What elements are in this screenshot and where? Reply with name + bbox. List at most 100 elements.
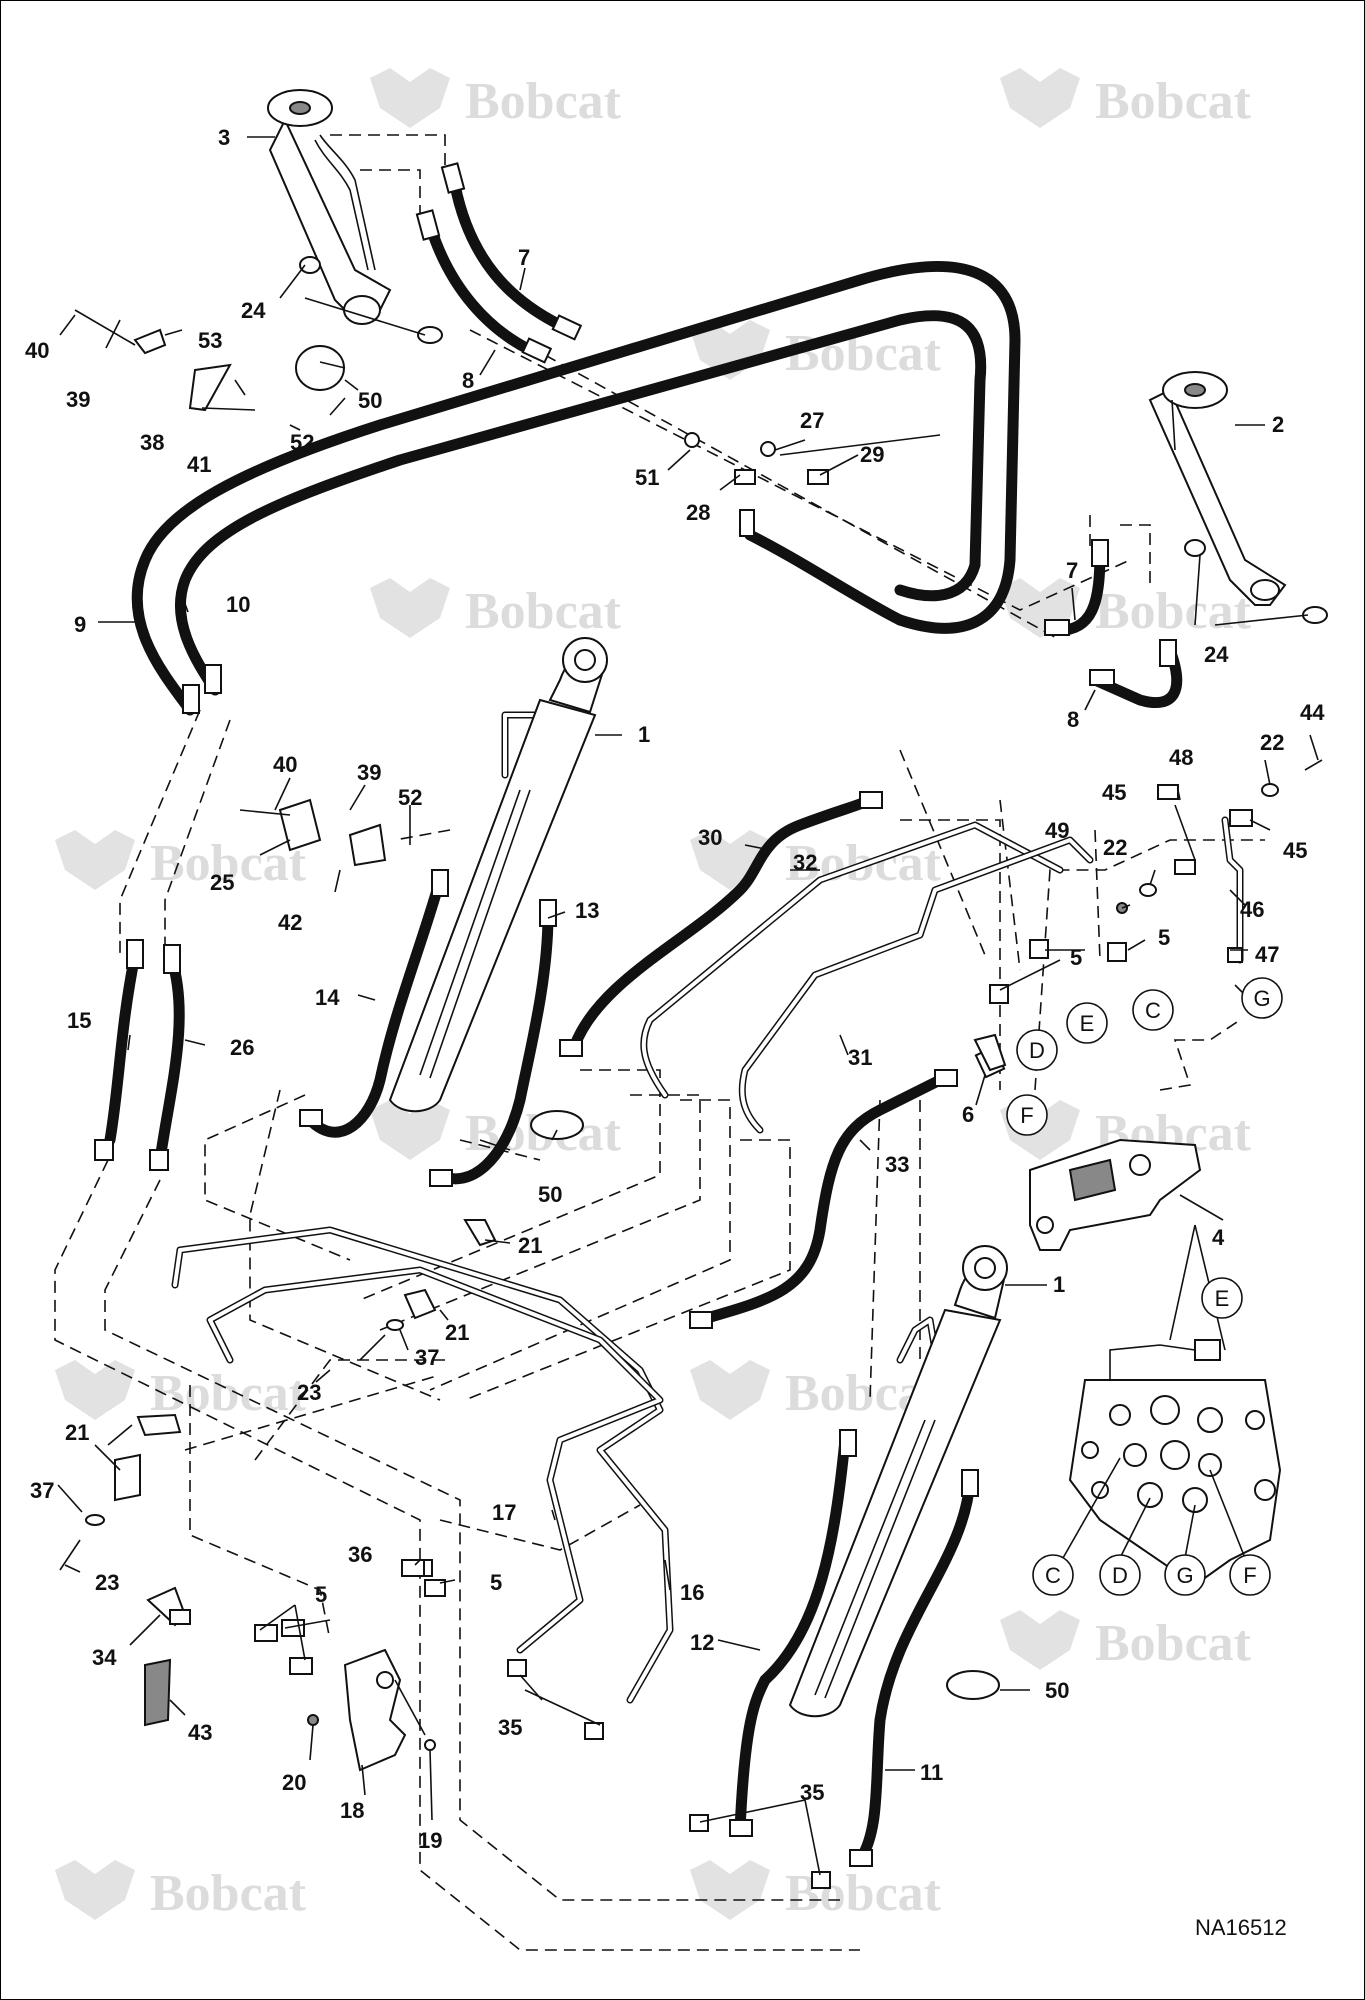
hose-30 [569, 794, 876, 1051]
watermark-5: Bobcat [1000, 578, 1252, 640]
callout-8: 8 [462, 368, 474, 393]
callout-21: 21 [518, 1233, 542, 1258]
callout-35: 35 [498, 1715, 522, 1740]
callout-25: 25 [210, 870, 234, 895]
callout-33: 33 [885, 1152, 909, 1177]
callout-39: 39 [357, 760, 381, 785]
callout-numbers: 1 1 2 3 4 5 5 5 5 6 7 7 8 8 9 10 11 12 1… [25, 125, 1325, 1853]
callout-3: 3 [218, 125, 230, 150]
callout-26: 26 [230, 1035, 254, 1060]
port-reference-circles: C D E F G E C D [1006, 977, 1283, 1596]
watermark-text: Bobcat [1095, 1615, 1252, 1672]
callout-47: 47 [1255, 942, 1279, 967]
svg-text:F: F [1243, 1563, 1256, 1588]
callout-36: 36 [348, 1542, 372, 1567]
watermark-2: Bobcat [1000, 68, 1252, 130]
port-ref-f-1: F [1006, 1094, 1048, 1136]
callout-19: 19 [418, 1828, 442, 1853]
leader-lines [57, 136, 1319, 1876]
callout-20: 20 [282, 1770, 306, 1795]
steel-tubes [171, 711, 1244, 1704]
callout-21: 21 [445, 1320, 469, 1345]
svg-text:D: D [1112, 1563, 1128, 1588]
callout-35: 35 [800, 1780, 824, 1805]
hoses [104, 179, 1183, 1866]
callout-37: 37 [30, 1478, 54, 1503]
callout-29: 29 [860, 442, 884, 467]
hose-7-upper [449, 179, 566, 331]
port-ref-d-1: D [1016, 1029, 1058, 1071]
callout-1: 1 [638, 722, 650, 747]
watermark-14: Bobcat [690, 1860, 942, 1922]
tube-46 [1221, 816, 1244, 964]
callout-40: 40 [273, 752, 297, 777]
svg-text:G: G [1253, 986, 1270, 1011]
callout-18: 18 [340, 1798, 364, 1823]
svg-text:E: E [1080, 1011, 1095, 1036]
callout-49: 49 [1045, 818, 1069, 843]
hose-14 [304, 874, 446, 1138]
callout-52: 52 [398, 785, 422, 810]
callout-34: 34 [92, 1645, 117, 1670]
callout-5: 5 [490, 1570, 502, 1595]
callout-24: 24 [1204, 642, 1229, 667]
tube-cylinder-1-lower [896, 1316, 939, 1364]
callout-44: 44 [1300, 700, 1325, 725]
callout-42: 42 [278, 910, 302, 935]
callout-23: 23 [297, 1380, 321, 1405]
cylinder-2 [1148, 371, 1287, 606]
port-ref-g-2: G [1164, 1554, 1206, 1596]
tube-31 [738, 836, 1094, 1134]
watermark-text: Bobcat [465, 73, 622, 130]
callout-32: 32 [793, 850, 817, 875]
tube-17 [206, 1266, 664, 1654]
tube-32 [640, 821, 1064, 1099]
callout-14: 14 [315, 985, 340, 1010]
hose-10 [175, 310, 987, 696]
callout-5: 5 [1158, 925, 1170, 950]
callout-53: 53 [198, 328, 222, 353]
cylinder-1-middle [388, 637, 608, 1113]
hose-28 [744, 529, 906, 626]
svg-text:E: E [1215, 1286, 1230, 1311]
callout-21: 21 [65, 1420, 89, 1445]
port-ref-f-2: F [1229, 1554, 1271, 1596]
callout-16: 16 [680, 1580, 704, 1605]
callout-5: 5 [1070, 945, 1082, 970]
callout-6: 6 [962, 1102, 974, 1127]
callout-7: 7 [518, 245, 530, 270]
callout-52: 52 [290, 430, 314, 455]
o-ring-24-right [1184, 539, 1328, 624]
callout-50: 50 [1045, 1678, 1069, 1703]
port-ref-e-1: E [1066, 1002, 1108, 1044]
callout-30: 30 [698, 825, 722, 850]
callout-9: 9 [74, 612, 86, 637]
callout-39: 39 [66, 387, 90, 412]
callout-1: 1 [1053, 1272, 1065, 1297]
svg-text:D: D [1029, 1038, 1045, 1063]
callout-22: 22 [1103, 835, 1127, 860]
callout-27: 27 [800, 408, 824, 433]
callout-31: 31 [848, 1045, 872, 1070]
callout-50: 50 [358, 388, 382, 413]
watermark-text: Bobcat [785, 1865, 942, 1922]
callout-28: 28 [686, 500, 710, 525]
hose-13 [434, 909, 554, 1185]
svg-text:C: C [1145, 998, 1161, 1023]
watermark-10: Bobcat [55, 1360, 307, 1422]
svg-text:G: G [1176, 1563, 1193, 1588]
watermark-12: Bobcat [1000, 1610, 1252, 1672]
watermark-6: Bobcat [55, 830, 307, 892]
callout-46: 46 [1240, 897, 1264, 922]
watermark-layer: Bobcat Bobcat Bobcat Bobcat Bobcat Bobca… [55, 68, 1252, 1922]
callout-37: 37 [415, 1345, 439, 1370]
callout-41: 41 [187, 452, 211, 477]
o-ring-24-upper [299, 256, 443, 344]
port-ref-g-1: G [1241, 977, 1283, 1019]
callout-8: 8 [1067, 707, 1079, 732]
callout-22: 22 [1260, 730, 1284, 755]
callout-17: 17 [492, 1500, 516, 1525]
hose-15 [104, 949, 141, 1146]
callout-45: 45 [1102, 780, 1126, 805]
watermark-text: Bobcat [150, 1365, 307, 1422]
